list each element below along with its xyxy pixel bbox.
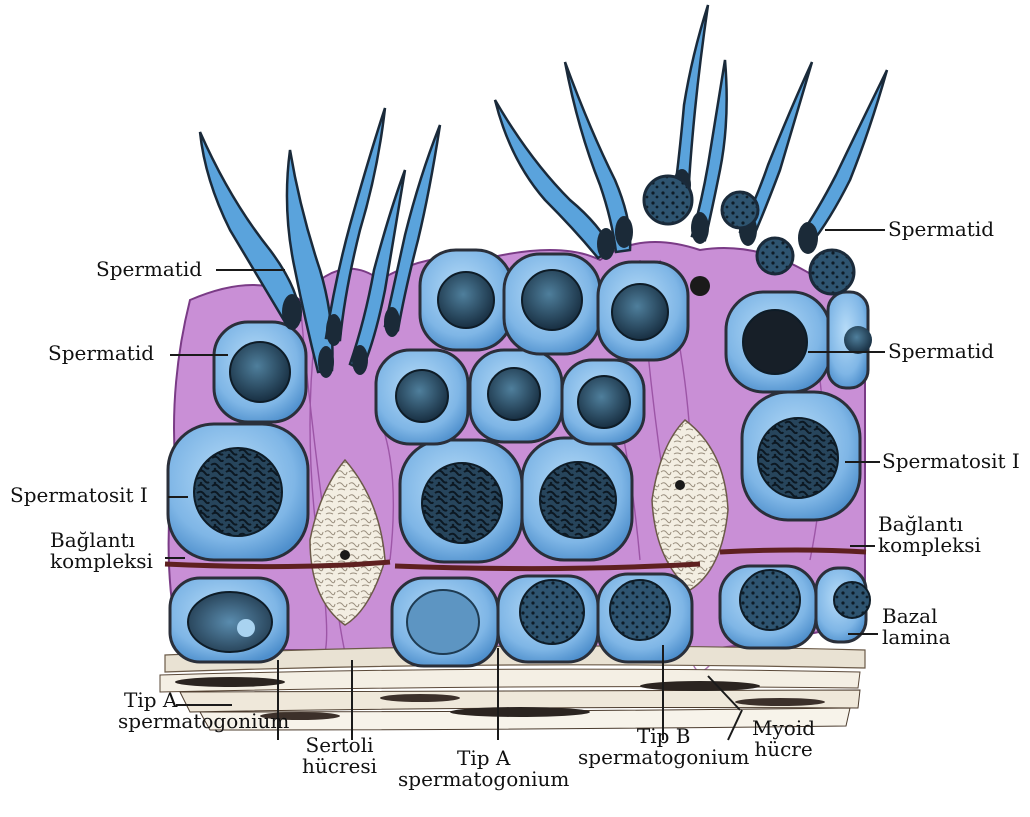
label-myoid-line2: hücre — [752, 739, 815, 760]
label-spermatosit-right: Spermatosit I — [882, 451, 1020, 472]
label-sertoli-line1: Sertoli — [302, 735, 377, 756]
label-myoid-line1: Myoid — [752, 718, 815, 739]
label-myoid: Myoid hücre — [752, 718, 815, 760]
label-sertoli-line2: hücresi — [302, 756, 377, 777]
label-spermatid-top-left: Spermatid — [96, 259, 202, 280]
label-tip-b-line1: Tip B — [578, 726, 749, 747]
label-baglanti-right: Bağlantı kompleksi — [878, 514, 981, 556]
label-bazal-line2: lamina — [882, 627, 951, 648]
label-tip-b: Tip B spermatogonium — [578, 726, 749, 768]
label-tip-a-left-line1: Tip A — [118, 690, 289, 711]
label-tip-a-left: Tip A spermatogonium — [118, 690, 289, 732]
label-baglanti-left-line1: Bağlantı — [50, 530, 153, 551]
label-baglanti-left-line2: kompleksi — [50, 551, 153, 572]
label-spermatid-top-right: Spermatid — [888, 219, 994, 240]
label-bazal-line1: Bazal — [882, 606, 951, 627]
label-sertoli: Sertoli hücresi — [302, 735, 377, 777]
label-bazal-lamina: Bazal lamina — [882, 606, 951, 648]
label-baglanti-right-line2: kompleksi — [878, 535, 981, 556]
label-spermatid-mid-right: Spermatid — [888, 341, 994, 362]
label-tip-a-mid-line2: spermatogonium — [398, 769, 569, 790]
label-tip-a-mid-line1: Tip A — [398, 748, 569, 769]
label-baglanti-left: Bağlantı kompleksi — [50, 530, 153, 572]
label-tip-b-line2: spermatogonium — [578, 747, 749, 768]
label-baglanti-right-line1: Bağlantı — [878, 514, 981, 535]
label-tip-a-left-line2: spermatogonium — [118, 711, 289, 732]
elongated-spermatids-right — [495, 5, 887, 258]
label-tip-a-mid: Tip A spermatogonium — [398, 748, 569, 790]
label-spermatid-mid-left: Spermatid — [48, 343, 154, 364]
label-spermatosit-left: Spermatosit I — [10, 485, 148, 506]
